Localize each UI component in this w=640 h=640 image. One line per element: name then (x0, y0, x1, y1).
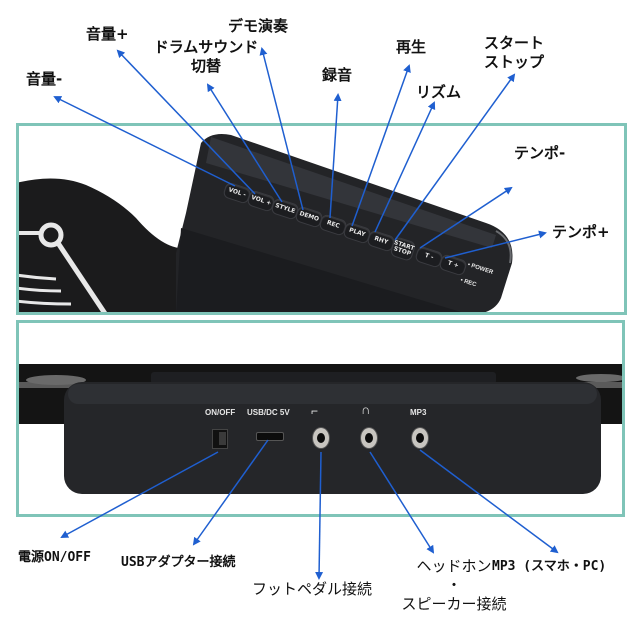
callout-play: 再生 (396, 38, 427, 56)
callout-foot-pedal: フットペダル接続 (252, 580, 373, 598)
callout-style: ドラムサウンド 切替 (153, 38, 259, 75)
usb-port[interactable] (256, 432, 284, 441)
callout-vol-minus: 音量- (26, 70, 63, 88)
headphone-jack[interactable] (361, 428, 377, 448)
device-rear-image (19, 364, 622, 494)
headphone-icon: ∩ (361, 402, 371, 417)
callout-start-stop: スタート ストップ (484, 34, 545, 71)
callout-headphone: ヘッドホン ・ スピーカー接続 (401, 557, 507, 613)
power-switch[interactable] (212, 429, 228, 449)
callout-mp3: MP3 (スマホ・PC) (492, 559, 607, 574)
callout-rhythm: リズム (416, 83, 462, 101)
callout-usb: USBアダプター接続 (121, 555, 236, 570)
rear-panel-frame (16, 320, 625, 517)
mp3-jack[interactable] (412, 428, 428, 448)
callout-rec: 録音 (322, 66, 353, 84)
usb-label: USB/DC 5V (247, 408, 290, 417)
foot-pedal-icon: ⌐ (311, 404, 319, 418)
callout-power: 電源ON/OFF (18, 550, 91, 565)
callout-demo: デモ演奏 (228, 17, 289, 35)
callout-vol-plus: 音量+ (86, 25, 129, 43)
mp3-label: MP3 (410, 408, 427, 417)
callout-tempo-minus: テンポ- (514, 144, 566, 162)
on-off-label: ON/OFF (205, 408, 236, 417)
power-switch-knob (219, 432, 226, 445)
callout-tempo-plus: テンポ+ (552, 223, 610, 241)
foot-pedal-jack[interactable] (313, 428, 329, 448)
